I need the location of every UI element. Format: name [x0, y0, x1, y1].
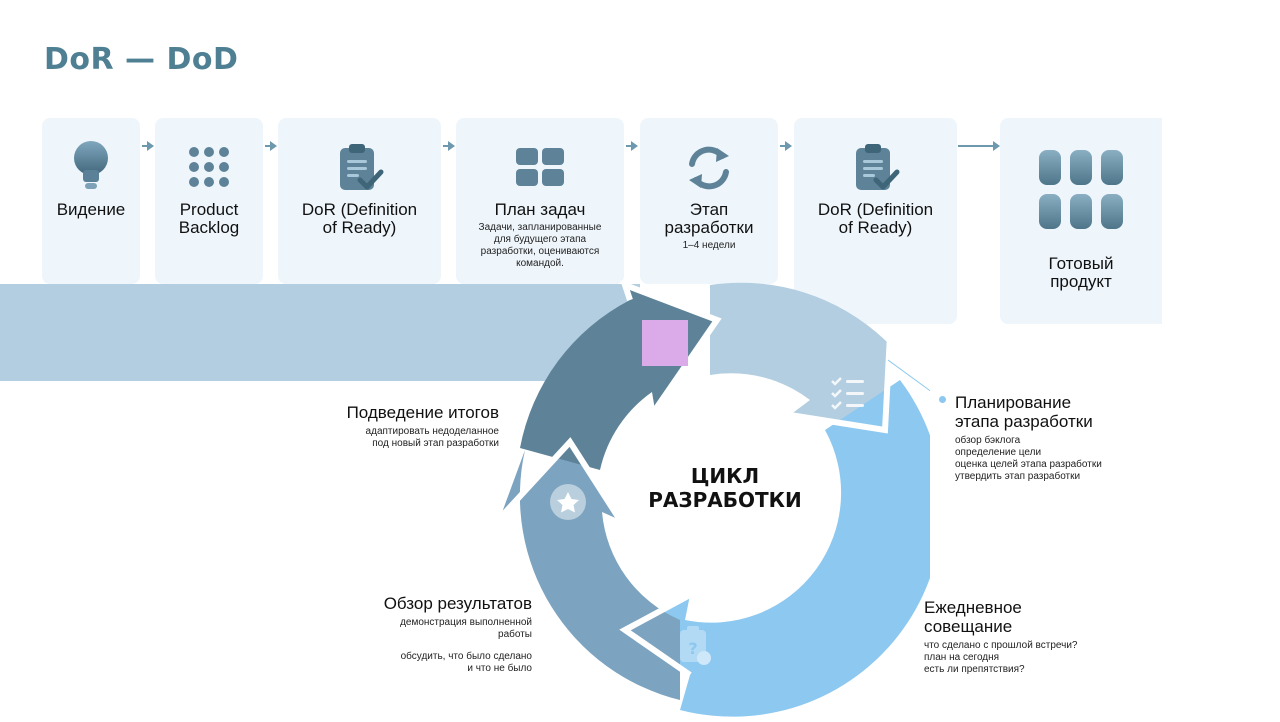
- review-item: и что не было: [467, 663, 532, 674]
- cycle-center-label: ЦИКЛ РАЗРАБОТКИ: [630, 464, 820, 512]
- planning-item: оценка целей этапа разработки: [955, 459, 1102, 470]
- retro-item: адаптировать недоделанное: [365, 426, 499, 437]
- annotation-retro-items: адаптировать недоделанное под новый этап…: [279, 426, 499, 450]
- planning-connector-dot: [939, 396, 946, 403]
- grid-dots-icon: [189, 147, 229, 187]
- card-dor-1-label-2: of Ready): [322, 218, 397, 237]
- card-product-backlog: Product Backlog: [155, 118, 263, 284]
- annotation-planning: Планирование этапа разработки обзор бэкл…: [955, 393, 1175, 483]
- dev-cycle-diagram: ?: [497, 280, 930, 717]
- card-dor-2-label-1: DoR (Definition: [817, 200, 934, 219]
- card-done-label-1: Готовый: [1048, 254, 1114, 273]
- tiles-icon: [516, 148, 564, 186]
- card-vision: Видение: [42, 118, 140, 284]
- refresh-icon: [689, 146, 729, 190]
- annotation-planning-title-1: Планирование: [955, 393, 1072, 412]
- daily-item: план на сегодня: [924, 652, 1000, 663]
- card-vision-label: Видение: [56, 200, 126, 219]
- card-dor-1: DoR (Definition of Ready): [278, 118, 441, 284]
- daily-item: есть ли препятствия?: [924, 664, 1025, 675]
- card-stage-label-1: Этап: [689, 200, 729, 219]
- planning-item: утвердить этап разработки: [955, 471, 1081, 482]
- flow-arrow: [626, 141, 638, 151]
- card-task-plan: План задач Задачи, запланированные для б…: [456, 118, 624, 284]
- annotation-review: Обзор результатов демонстрация выполненн…: [312, 594, 532, 675]
- card-dor-2-label-2: of Ready): [838, 218, 913, 237]
- retro-item: под новый этап разработки: [372, 438, 499, 449]
- review-item: демонстрация выполненной: [400, 617, 532, 628]
- annotation-review-items: демонстрация выполненной работы обсудить…: [312, 617, 532, 675]
- card-done-product: Готовый продукт: [1000, 118, 1162, 324]
- card-stage-duration: 1–4 недели: [682, 240, 736, 251]
- card-stage-label-2: разработки: [664, 218, 754, 237]
- card-backlog-label-2: Backlog: [178, 218, 240, 237]
- clipboard-check-icon: [855, 144, 899, 190]
- daily-item: что сделано с прошлой встречи?: [924, 640, 1078, 651]
- card-plan-desc-1: Задачи, запланированные: [478, 222, 602, 233]
- accent-square: [642, 320, 688, 366]
- flow-arrow: [780, 141, 792, 151]
- annotation-planning-items: обзор бэклога определение цели оценка це…: [955, 435, 1175, 483]
- page-title: DoR — DoD: [44, 42, 239, 77]
- card-plan-desc-2: для будущего этапа: [493, 234, 587, 245]
- cycle-segment-planning: [710, 282, 890, 430]
- cycle-center-line-2: РАЗРАБОТКИ: [648, 488, 802, 512]
- annotation-daily-items: что сделано с прошлой встречи? план на с…: [924, 640, 1144, 676]
- cycle-segment-retro: [520, 285, 717, 470]
- annotation-review-title: Обзор результатов: [383, 594, 532, 613]
- flow-arrow: [958, 141, 1000, 151]
- lightbulb-icon: [74, 141, 108, 189]
- star-chat-icon: [550, 484, 586, 520]
- flow-arrow: [443, 141, 455, 151]
- annotation-daily: Ежедневное совещание что сделано с прошл…: [924, 598, 1144, 676]
- planning-item: определение цели: [955, 447, 1042, 458]
- card-dor-1-label-1: DoR (Definition: [301, 200, 418, 219]
- cycle-center-line-1: ЦИКЛ: [690, 464, 760, 488]
- card-backlog-label-1: Product: [179, 200, 239, 219]
- card-dev-stage: Этап разработки 1–4 недели: [640, 118, 778, 284]
- card-dor-2: DoR (Definition of Ready): [794, 118, 957, 324]
- card-plan-desc-3: разработки, оцениваются: [480, 246, 600, 257]
- planning-connector: [887, 359, 930, 392]
- annotation-daily-title-1: Ежедневное: [924, 598, 1022, 617]
- review-item: работы: [498, 629, 532, 640]
- clipboard-question-icon: ?: [680, 626, 711, 665]
- card-plan-label: План задач: [494, 200, 586, 219]
- clipboard-check-icon: [339, 144, 383, 190]
- annotation-retro: Подведение итогов адаптировать недоделан…: [279, 403, 499, 450]
- annotation-retro-title: Подведение итогов: [346, 403, 499, 422]
- checklist-icon: [831, 377, 864, 410]
- svg-text:?: ?: [688, 639, 697, 658]
- card-done-label-2: продукт: [1050, 272, 1112, 291]
- annotation-planning-title-2: этапа разработки: [955, 412, 1093, 431]
- product-blocks-icon: [1039, 150, 1123, 229]
- review-item: обсудить, что было сделано: [400, 651, 532, 662]
- flow-arrow: [265, 141, 277, 151]
- timeline-band: [0, 284, 640, 381]
- annotation-daily-title-2: совещание: [924, 617, 1013, 636]
- flow-arrow: [142, 141, 154, 151]
- planning-item: обзор бэклога: [955, 435, 1021, 446]
- card-plan-desc-4: командой.: [516, 258, 564, 269]
